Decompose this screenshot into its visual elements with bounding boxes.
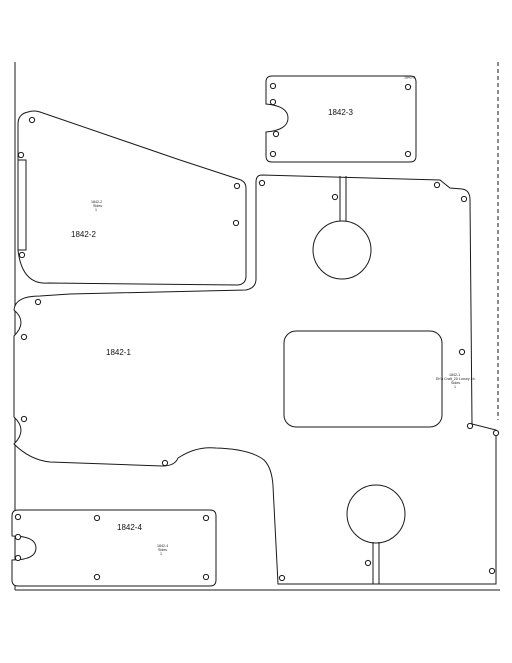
screw-hole-icon xyxy=(433,181,441,189)
part-1842-1-top-hole xyxy=(312,220,372,280)
screw-hole-icon xyxy=(28,116,36,124)
part-1842-1-tag-line-1: 1842-1 xyxy=(449,373,460,377)
part-1842-1-label: 1842-1 xyxy=(106,348,131,357)
part-1842-3-tag-line-1: 1842-3 xyxy=(404,76,415,80)
screw-hole-icon xyxy=(258,179,266,187)
part-1842-4[interactable]: 1842-4 1842-4 Sides 1 xyxy=(11,509,217,587)
part-1842-4-tag-line-3: 1 xyxy=(160,552,162,556)
part-1842-1-tag-line-2: Eh'n Craft_20 Luxury Lb. xyxy=(436,377,476,381)
part-1842-2-side-notch xyxy=(18,159,27,251)
screw-hole-icon xyxy=(161,459,169,467)
part-1842-1-center-cutout xyxy=(283,330,443,428)
screw-hole-icon xyxy=(269,82,277,90)
screw-hole-icon xyxy=(232,219,240,227)
screw-hole-icon xyxy=(93,573,101,581)
part-1842-3[interactable]: 1842-3 1842-3 xyxy=(265,75,417,163)
screw-hole-icon xyxy=(331,193,339,201)
screw-hole-icon xyxy=(272,130,280,138)
screw-hole-icon xyxy=(233,182,241,190)
screw-hole-icon xyxy=(202,573,210,581)
screw-hole-icon xyxy=(20,415,28,423)
screw-hole-icon xyxy=(14,533,22,541)
part-1842-4-tag-line-2: Sides xyxy=(158,548,167,552)
screw-hole-icon xyxy=(269,150,277,158)
part-1842-2-tag-line-3: 1 xyxy=(95,208,97,212)
part-1842-2-tag-line-2: Sides xyxy=(93,204,102,208)
part-1842-2-tag-line-1: 1842-2 xyxy=(91,200,102,204)
part-1842-1[interactable]: 1842-1 1842-1 Eh'n Craft_20 Luxury Lb. S… xyxy=(13,174,500,585)
screw-hole-icon xyxy=(404,150,412,158)
screw-hole-icon xyxy=(404,83,412,91)
screw-hole-icon xyxy=(466,422,474,430)
screw-hole-icon xyxy=(93,514,101,522)
screw-hole-icon xyxy=(488,567,496,575)
screw-hole-icon xyxy=(364,559,372,567)
screw-hole-icon xyxy=(460,195,468,203)
screw-hole-icon xyxy=(18,251,26,259)
screw-hole-icon xyxy=(458,348,466,356)
part-1842-1-bottom-hole xyxy=(346,484,406,544)
screw-hole-icon xyxy=(34,298,42,306)
part-1842-3-label: 1842-3 xyxy=(328,108,353,117)
part-1842-1-outline xyxy=(13,174,497,585)
screw-hole-icon xyxy=(202,514,210,522)
part-1842-4-tag-line-1: 1842-4 xyxy=(157,544,168,548)
screw-hole-icon xyxy=(278,574,286,582)
screw-hole-icon xyxy=(269,98,277,106)
part-1842-4-label: 1842-4 xyxy=(117,523,142,532)
part-1842-2[interactable]: 1842-2 1842-2 Sides 1 xyxy=(17,110,247,286)
screw-hole-icon xyxy=(492,429,500,437)
part-1842-2-outline xyxy=(17,110,247,286)
screw-hole-icon xyxy=(20,333,28,341)
part-1842-3-outline xyxy=(265,75,417,163)
screw-hole-icon xyxy=(14,513,22,521)
part-1842-1-tag-line-4: 1 xyxy=(454,385,456,389)
part-1842-1-tag-line-3: Sides xyxy=(451,381,460,385)
screw-hole-icon xyxy=(14,554,22,562)
part-1842-4-outline xyxy=(11,509,217,587)
screw-hole-icon xyxy=(17,151,25,159)
part-1842-2-label: 1842-2 xyxy=(71,230,96,239)
